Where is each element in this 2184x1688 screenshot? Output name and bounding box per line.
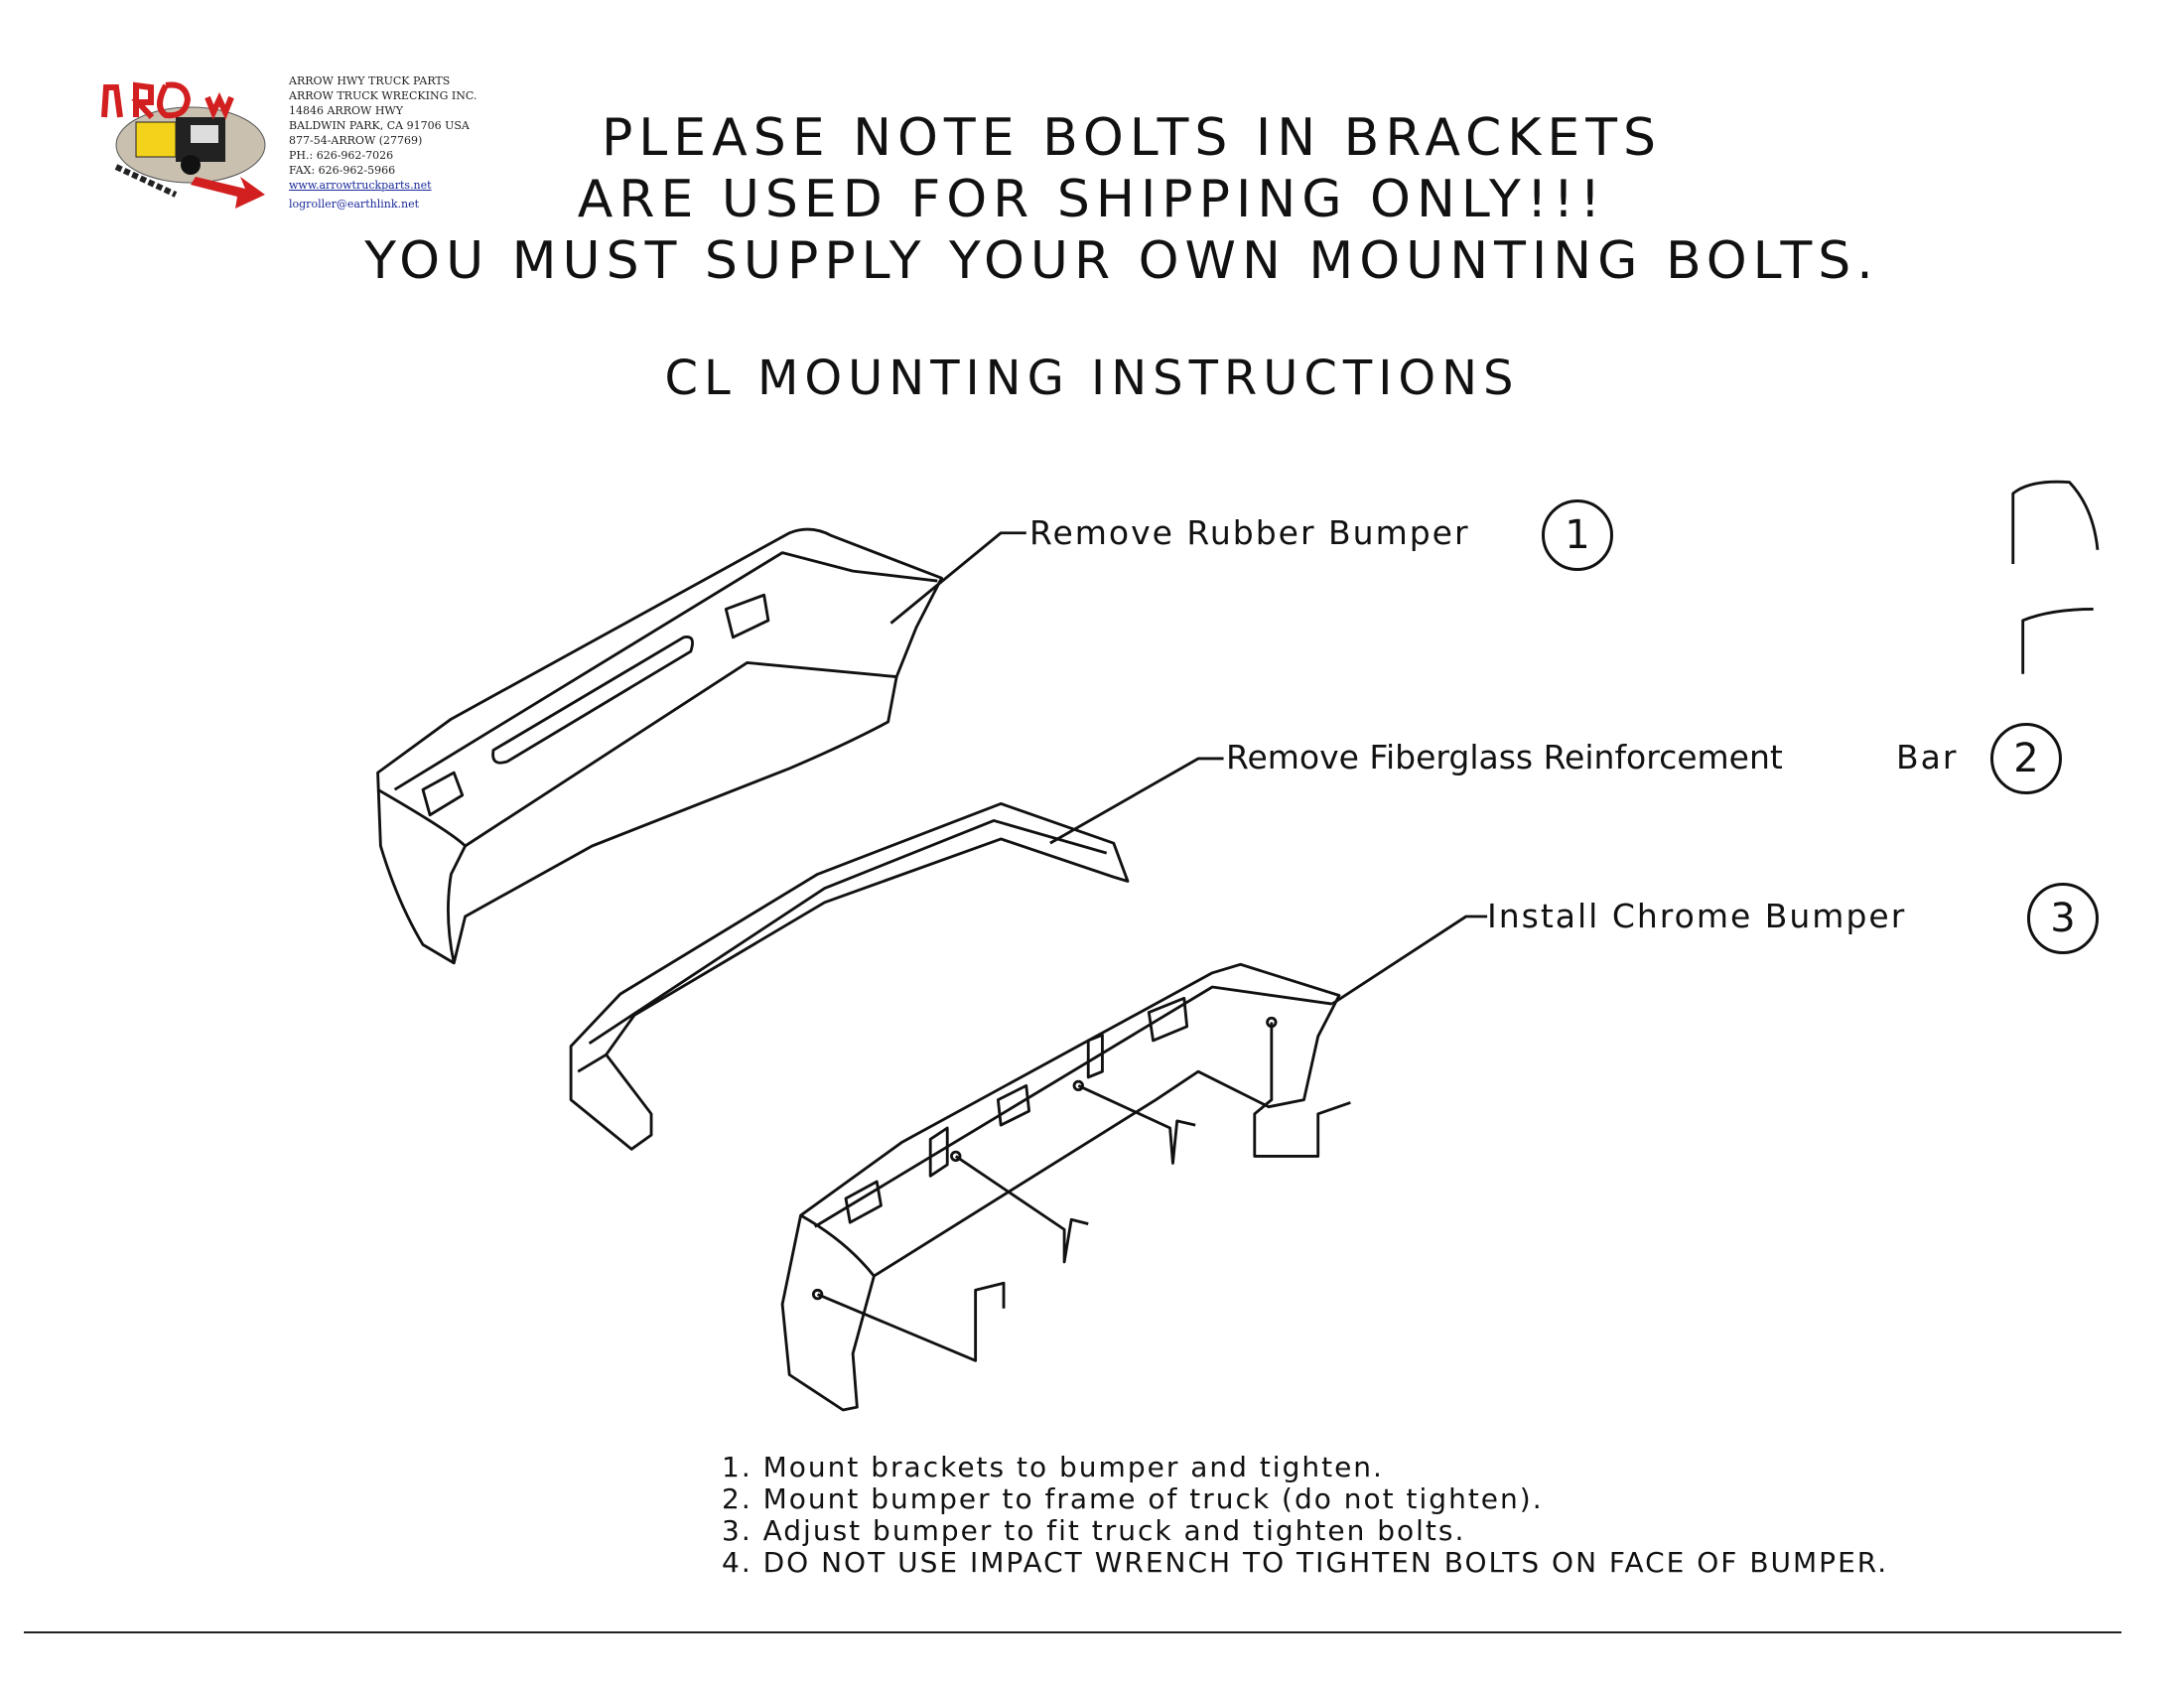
bottom-divider [24, 1631, 2121, 1633]
arrow-hwy-logo [96, 77, 270, 211]
margin-mark-2 [2021, 608, 2094, 674]
step-3: 3. Adjust bumper to fit truck and tighte… [722, 1514, 1466, 1547]
rubber-bumper-drawing [376, 527, 943, 965]
street-address: 14846 ARROW HWY [289, 104, 403, 117]
notice-line-1: PLEASE NOTE BOLTS IN BRACKETS [601, 108, 1663, 168]
page-subtitle: CL MOUNTING INSTRUCTIONS [664, 351, 1520, 406]
margin-mark [2011, 480, 2100, 565]
step-4: 4. DO NOT USE IMPACT WRENCH TO TIGHTEN B… [722, 1546, 1889, 1579]
notice-line-2: ARE USED FOR SHIPPING ONLY!!! [577, 170, 1607, 229]
toll-free-phone: 877-54-ARROW (27769) [289, 134, 423, 147]
step-2: 2. Mount bumper to frame of truck (do no… [722, 1482, 1544, 1515]
callout-label-2: Remove Fiberglass Reinforcement [1226, 738, 1783, 776]
website-link[interactable]: www.arrowtruckparts.net [289, 179, 432, 192]
step-1: 1. Mount brackets to bumper and tighten. [722, 1451, 1384, 1483]
leader-line-1 [889, 531, 1026, 625]
phone: PH.: 626-962-7026 [289, 149, 394, 162]
email-link[interactable]: logroller@earthlink.net [289, 198, 419, 211]
chrome-bumper-drawing [780, 962, 1351, 1412]
fax: FAX: 626-962-5966 [289, 164, 396, 177]
step-number-3: 3 [2027, 883, 2099, 954]
leader-line-3 [1331, 914, 1488, 1006]
callout-label-2-suffix: Bar [1896, 738, 1959, 776]
notice-line-3: YOU MUST SUPPLY YOUR OWN MOUNTING BOLTS. [364, 231, 1879, 291]
leader-line-2 [1049, 757, 1224, 845]
step-number-2: 2 [1990, 723, 2062, 794]
instruction-steps: 1. Mount brackets to bumper and tighten.… [722, 1452, 1888, 1579]
callout-label-1: Remove Rubber Bumper [1029, 513, 1470, 552]
contact-info: ARROW HWY TRUCK PARTS ARROW TRUCK WRECKI… [289, 73, 477, 211]
fiberglass-bar-drawing [569, 801, 1130, 1151]
company-name-2: ARROW TRUCK WRECKING INC. [289, 89, 478, 102]
city-address: BALDWIN PARK, CA 91706 USA [289, 119, 470, 132]
callout-label-3: Install Chrome Bumper [1487, 897, 1907, 935]
step-number-1: 1 [1542, 499, 1613, 571]
company-name: ARROW HWY TRUCK PARTS [289, 74, 451, 87]
